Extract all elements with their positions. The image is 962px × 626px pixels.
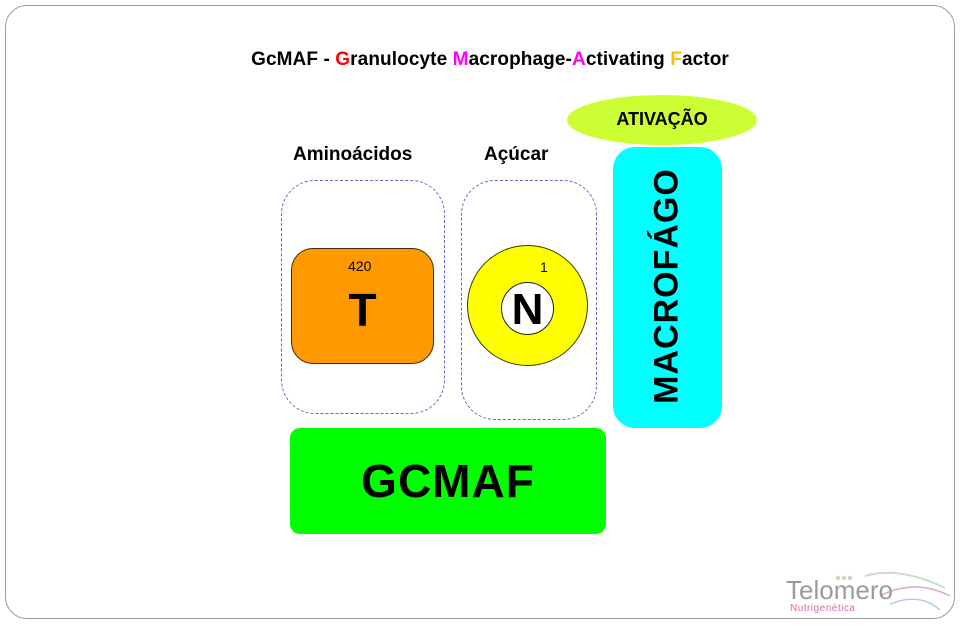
macrophage-box [613, 147, 722, 428]
title-word-factor: actor [681, 49, 729, 70]
telomero-logo-subtitle: Nutrigenética [790, 603, 856, 614]
telomero-logo-name: Telomero [786, 575, 893, 605]
aminoacidos-label: Aminoácidos [293, 144, 413, 165]
acucar-group [461, 180, 597, 420]
title-word-macrophage: acrophage- [468, 49, 572, 70]
title-prefix: GcMAF - [251, 49, 336, 70]
gcmaf-box [290, 428, 606, 534]
title-word-activating: ctivating [585, 49, 671, 70]
amino-tile-symbol: T [348, 284, 377, 336]
amino-tile-number: 420 [348, 258, 372, 274]
acucar-label: Açúcar [484, 144, 549, 165]
aminoacidos-group [281, 180, 445, 414]
sugar-tile-symbol: N [511, 285, 544, 334]
sugar-ring-center [501, 282, 554, 335]
gcmaf-label: GCMAF [361, 455, 535, 507]
title-letter-f: F [670, 49, 682, 70]
macrophage-label: MACROFÁGO [647, 168, 686, 404]
title-letter-m: M [452, 49, 469, 70]
title-word-granulocyte: ranulocyte [350, 49, 453, 70]
title-letter-a: A [571, 49, 586, 70]
telomero-logo-graphic [835, 571, 951, 611]
activation-label: ATIVAÇÃO [616, 109, 708, 129]
amino-acid-tile [291, 248, 434, 364]
slide-title: GcMAF - Granulocyte Macrophage-Activatin… [0, 49, 962, 71]
activation-ellipse [567, 95, 757, 145]
sugar-tile-number: 1 [540, 259, 548, 275]
title-letter-g: G [335, 49, 351, 70]
